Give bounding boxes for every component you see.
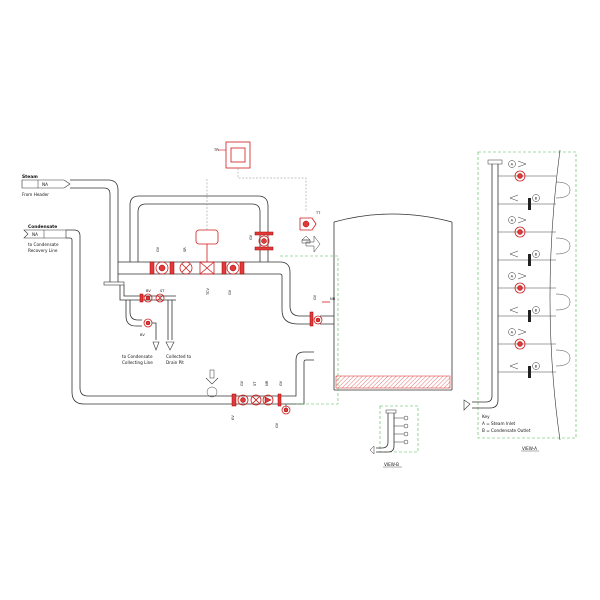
drain-bv-low: BV	[140, 318, 153, 337]
marker-5: A	[508, 272, 527, 280]
marker-7: A	[508, 328, 527, 336]
scope-boundary	[280, 255, 339, 405]
marker-2: B	[509, 194, 540, 202]
label-nr-cond: NR	[265, 380, 269, 386]
gate-valve-right: GV	[221, 261, 245, 295]
view-a-key-title: Key	[482, 414, 490, 419]
outlet-right-line2: Drain Pit	[166, 360, 184, 365]
view-a-key-b: B = Condensate Outlet	[482, 428, 531, 433]
view-a-markers: A B A B A B A B	[508, 160, 540, 370]
gate-valve-left: GV	[149, 246, 175, 275]
steam-tag-subtitle: From Header	[22, 192, 49, 197]
view-a-label: VIEW-A	[522, 446, 537, 451]
steam-piping	[70, 179, 334, 325]
condensate-valves: KV GV ST NR GV GV	[231, 380, 291, 428]
view-b-label: VIEW-B	[384, 462, 399, 467]
label-gv-left: GV	[156, 246, 160, 252]
storage-tank: GV NR	[305, 213, 453, 391]
view-b: VIEW-B	[369, 405, 419, 468]
condensate-tag-box	[23, 229, 67, 239]
tank-gv: GV	[309, 294, 323, 327]
label-gv-cond2: GV	[279, 380, 283, 386]
label-nr-tank: NR	[330, 297, 336, 301]
label-tcv: TCV	[206, 288, 210, 296]
tank-heating-coil	[335, 375, 451, 389]
cond-nr: NR	[262, 380, 274, 406]
label-gv-cond: GV	[240, 380, 244, 386]
condensate-piping	[66, 229, 314, 405]
tank-nr: NR	[322, 297, 336, 303]
label-bv-drain: BV	[146, 289, 151, 293]
marker-1: A	[508, 160, 527, 168]
label-gv-tank: GV	[313, 294, 317, 300]
arrow-right-icon	[305, 235, 321, 253]
steam-tag-title: Steam	[22, 174, 38, 180]
strainer: SR	[179, 247, 193, 275]
svg-text:B: B	[535, 197, 538, 201]
condensate-trap	[206, 386, 218, 398]
svg-text:A: A	[511, 331, 514, 335]
arrow-down-icon	[205, 377, 219, 385]
cond-gv3: GV	[275, 404, 291, 428]
control-valve-icon: TCV	[195, 229, 219, 296]
condensate-tag-sub2: Recovery Line	[28, 248, 58, 253]
steam-tag-box	[21, 179, 71, 189]
cond-gv2: GV	[277, 380, 283, 407]
svg-text:B: B	[535, 253, 538, 257]
drain-bv: BV	[139, 289, 153, 303]
condensate-tag-title: Condensate	[28, 224, 57, 230]
view-a-valves	[514, 170, 531, 378]
svg-text:A: A	[511, 163, 514, 167]
outlet-left-line1: to Condensate	[122, 354, 153, 359]
marker-4: B	[509, 250, 540, 258]
marker-8: B	[509, 362, 540, 370]
temperature-recorder-icon: TR	[206, 141, 307, 230]
marker-6: B	[509, 306, 540, 314]
view-a: A B A B A B A B Key A = Steam Inlet B = …	[463, 149, 577, 452]
cond-st: ST	[250, 381, 262, 406]
condensate-tag-code: NA	[32, 232, 38, 237]
label-gv-right: GV	[249, 234, 253, 240]
svg-text:A: A	[511, 219, 514, 223]
cond-gv: GV	[237, 380, 249, 406]
svg-text:B: B	[535, 309, 538, 313]
label-kv: KV	[231, 415, 235, 420]
label-st-drain: ST	[160, 289, 165, 293]
steam-tag-code: NA	[42, 182, 48, 187]
condensate-tag: Condensate NA to Condensate Recovery Lin…	[23, 224, 67, 253]
svg-text:A: A	[511, 275, 514, 279]
label-tr: TR	[213, 148, 219, 152]
coil-rows	[498, 175, 571, 373]
header-valves: GV SR TCV GV GV	[149, 229, 274, 296]
outlet-right-line1: Collected to	[166, 354, 192, 359]
label-gv-cond3: GV	[275, 422, 279, 428]
label-st-cond: ST	[253, 381, 257, 386]
temperature-transmitter: TT	[299, 211, 321, 244]
marker-3: A	[508, 216, 527, 224]
outlet-left-line2: Collecting Line	[122, 360, 153, 365]
view-a-key-a: A = Steam Inlet	[482, 421, 516, 426]
condensate-tag-sub1: to Condensate	[28, 242, 59, 247]
cond-kv: KV	[231, 393, 237, 420]
bypass-gate-valve: GV	[249, 231, 274, 251]
label-bv-drain-low: BV	[140, 333, 145, 337]
label-sr: SR	[183, 247, 187, 252]
label-gv-bottom: GV	[228, 289, 232, 295]
label-tt: TT	[315, 211, 321, 215]
drain-branch: BV ST BV to Condensate Collecting Line C…	[119, 285, 192, 365]
drain-st: ST	[155, 289, 165, 303]
steam-tag: Steam NA From Header	[21, 174, 71, 197]
svg-text:B: B	[535, 365, 538, 369]
